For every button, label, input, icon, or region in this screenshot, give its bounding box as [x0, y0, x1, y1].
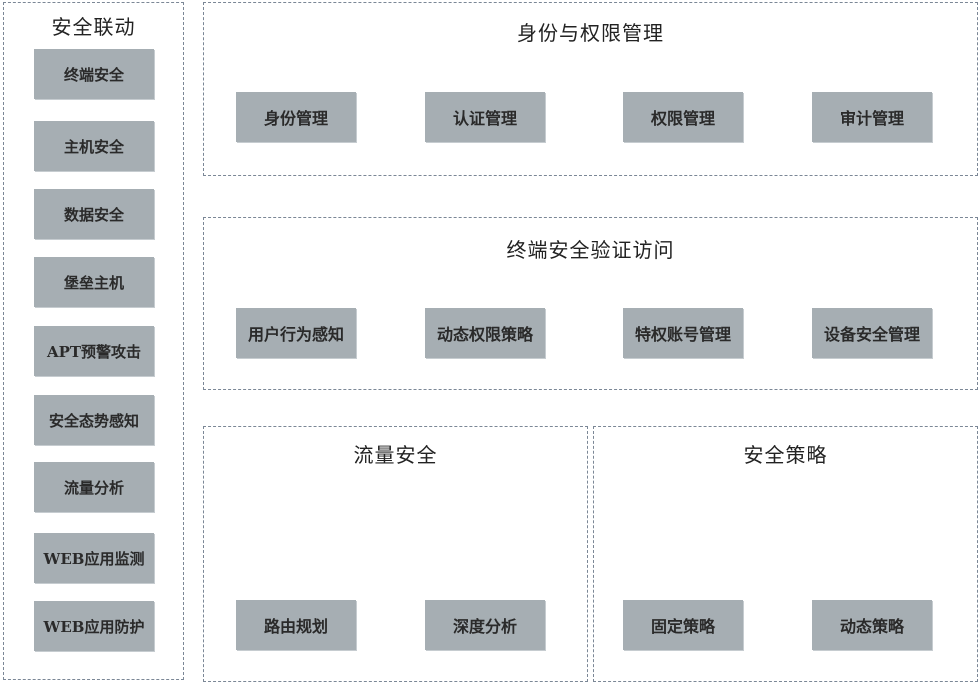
policy-panel: 安全策略 固定策略 动态策略 [593, 426, 978, 682]
traffic-panel: 流量安全 路由规划 深度分析 [203, 426, 588, 682]
policy-item-fixed: 固定策略 [623, 600, 743, 650]
identity-panel: 身份与权限管理 身份管理 认证管理 权限管理 审计管理 [203, 2, 978, 176]
sidebar-item-traffic-analysis: 流量分析 [34, 462, 154, 512]
sidebar-item-situation-awareness: 安全态势感知 [34, 395, 154, 445]
traffic-title: 流量安全 [353, 443, 438, 467]
sidebar-item-bastion-host: 堡垒主机 [34, 257, 154, 307]
sidebar-item-host-security: 主机安全 [34, 121, 154, 171]
traffic-item-deep-analysis: 深度分析 [425, 600, 545, 650]
identity-item-permission: 权限管理 [623, 92, 743, 142]
sidebar-item-terminal-security: 终端安全 [34, 49, 154, 99]
sidebar-title: 安全联动 [51, 15, 136, 39]
identity-item-audit: 审计管理 [812, 92, 932, 142]
terminal-title: 终端安全验证访问 [506, 238, 675, 262]
sidebar-item-web-protection: WEB应用防护 [34, 601, 154, 651]
policy-title: 安全策略 [743, 443, 828, 467]
identity-item-auth: 认证管理 [425, 92, 545, 142]
terminal-item-behavior: 用户行为感知 [236, 308, 356, 358]
sidebar-panel: 安全联动 终端安全 主机安全 数据安全 堡垒主机 APT预警攻击 安全态势感知 … [3, 2, 184, 680]
sidebar-item-data-security: 数据安全 [34, 189, 154, 239]
terminal-item-dynamic-permission: 动态权限策略 [425, 308, 545, 358]
terminal-panel: 终端安全验证访问 用户行为感知 动态权限策略 特权账号管理 设备安全管理 [203, 217, 978, 390]
terminal-item-privileged-account: 特权账号管理 [623, 308, 743, 358]
policy-item-dynamic: 动态策略 [812, 600, 932, 650]
terminal-item-device-security: 设备安全管理 [812, 308, 932, 358]
identity-item-identity: 身份管理 [236, 92, 356, 142]
identity-title: 身份与权限管理 [517, 21, 664, 45]
sidebar-item-web-monitoring: WEB应用监测 [34, 533, 154, 583]
traffic-item-routing: 路由规划 [236, 600, 356, 650]
sidebar-item-apt-warning: APT预警攻击 [34, 326, 154, 376]
